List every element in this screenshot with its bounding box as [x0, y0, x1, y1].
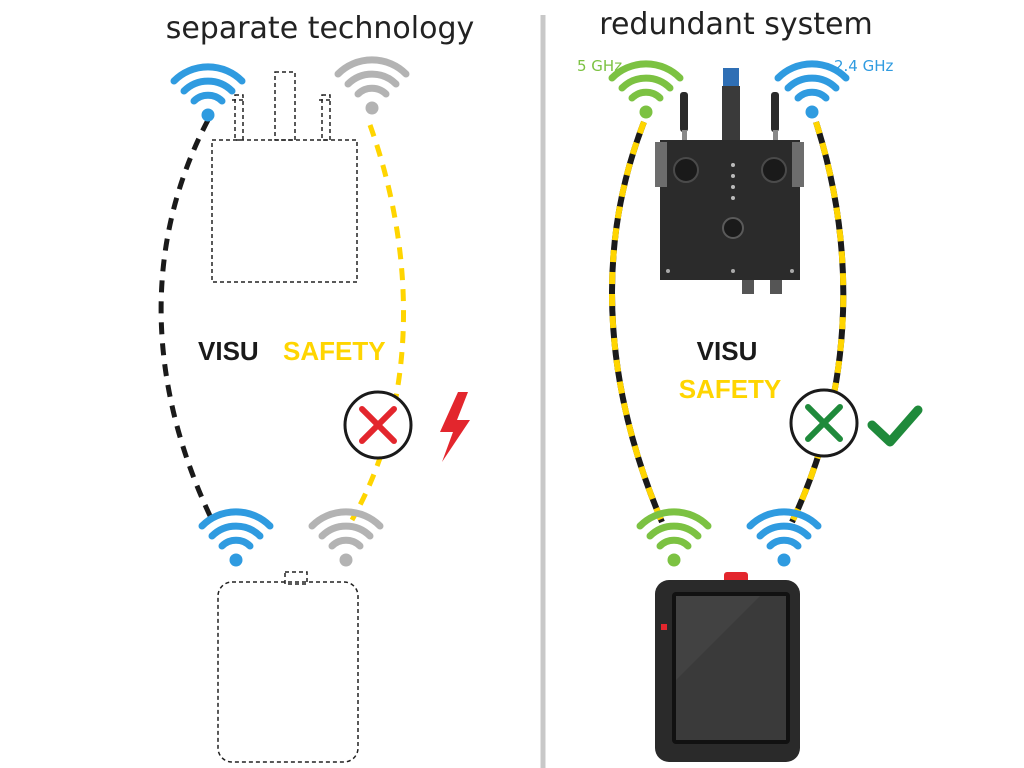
freq-label-5ghz: 5 GHz [577, 57, 622, 75]
wifi-icon [778, 64, 846, 118]
wifi-icon [612, 64, 680, 118]
handheld-outline [217, 571, 359, 763]
lightning-icon [440, 392, 470, 462]
handheld-device [655, 572, 800, 762]
visu-link-left [158, 118, 215, 522]
panel-left: separate technology VISU SAFETY [158, 11, 475, 763]
panel-right: redundant system 5 GHz 2.4 GHz [577, 7, 923, 762]
visu-label: VISU [198, 336, 259, 366]
freq-label-24ghz: 2.4 GHz [834, 57, 894, 75]
access-point-outline [211, 71, 358, 283]
safety-link-left [349, 124, 407, 522]
visu-label: VISU [697, 336, 758, 366]
checkmark-icon [867, 405, 923, 447]
wifi-icon [312, 512, 380, 566]
wifi-icon [202, 512, 270, 566]
access-point-device [655, 68, 804, 294]
panel-title: redundant system [599, 7, 872, 42]
redundant-link-left [609, 120, 665, 524]
wifi-icon [750, 512, 818, 566]
wifi-icon [338, 60, 406, 114]
safety-label: SAFETY [283, 336, 386, 366]
wifi-icon [640, 512, 708, 566]
x-circle-icon [789, 388, 859, 458]
wifi-icon [174, 67, 242, 121]
safety-label: SAFETY [679, 374, 782, 404]
panel-title: separate technology [166, 11, 475, 46]
x-circle-icon [343, 390, 413, 460]
